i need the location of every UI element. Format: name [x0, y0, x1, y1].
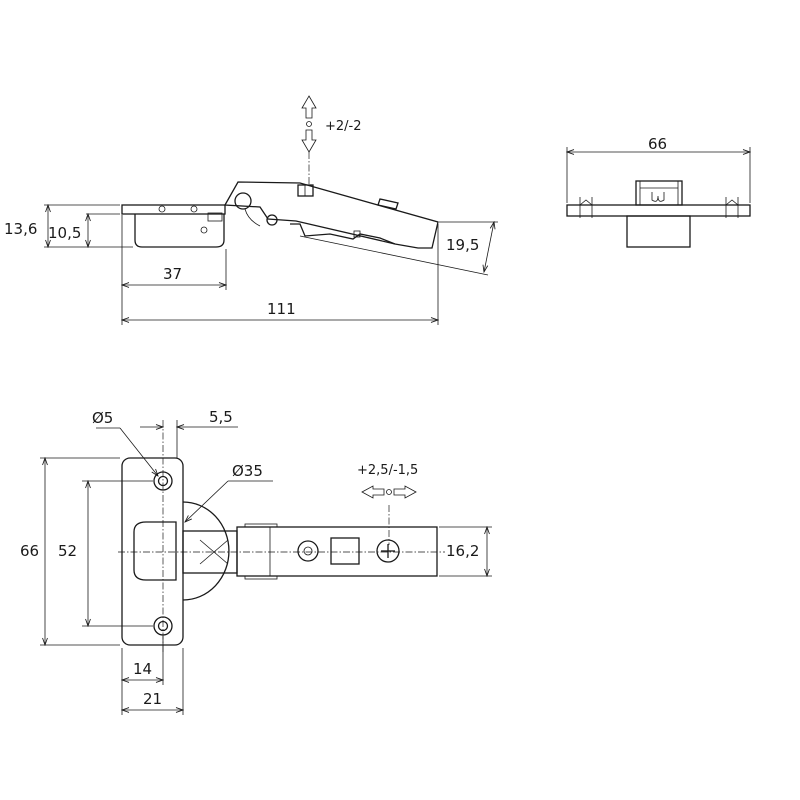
dim-hole-spacing — [82, 481, 153, 626]
top-view-mounting-plate — [121, 457, 184, 646]
dim-plate-length-label: 66 — [20, 542, 39, 560]
dim-arm-height — [299, 222, 498, 276]
dim-overall-length-label: 111 — [267, 300, 296, 318]
dim-arm-width-label: 16,2 — [446, 542, 479, 560]
end-view-body — [566, 180, 751, 248]
dim-plate-length — [40, 458, 120, 645]
depth-adjust-arrow — [301, 95, 317, 185]
side-adjust-arrow — [361, 485, 417, 499]
side-adjust-label: +2,5/-1,5 — [357, 463, 418, 478]
dim-hole-edge-label: 14 — [133, 660, 152, 678]
dim-plate-width-label: 21 — [143, 690, 162, 708]
top-view: +2,5/-1,5 Ø5 5,5 Ø35 66 — [20, 408, 492, 715]
dim-hole-dia — [96, 427, 158, 476]
dim-plate-width — [122, 648, 183, 715]
dim-total-height-label: 13,6 — [4, 220, 37, 238]
dim-cup-offset — [122, 215, 226, 325]
end-view: 66 — [566, 135, 751, 248]
dim-plate-height-label: 10,5 — [48, 224, 81, 242]
dim-arm-height-label: 19,5 — [446, 236, 479, 254]
top-view-hinge-arm — [182, 523, 438, 580]
dim-total-height — [44, 205, 133, 247]
dim-hole-spacing-label: 52 — [58, 542, 77, 560]
dim-hole-dia-label: Ø5 — [92, 409, 113, 427]
dim-hole-offset — [140, 420, 238, 458]
dim-hole-offset-label: 5,5 — [209, 408, 233, 426]
dim-cup-dia-label: Ø35 — [232, 462, 263, 480]
side-view-mounting-plate — [121, 204, 226, 248]
dim-cup-dia — [185, 480, 273, 522]
dim-overall-length — [122, 224, 438, 325]
side-view-hinge-arm — [223, 181, 439, 249]
dim-hole-edge — [122, 636, 163, 715]
side-view: +2/-2 13,6 10,5 19,5 37 1 — [4, 95, 498, 325]
dim-arm-width — [439, 527, 492, 576]
depth-adjust-label: +2/-2 — [325, 119, 362, 134]
dim-cup-offset-label: 37 — [163, 265, 182, 283]
top-view-cup-outline — [182, 501, 230, 601]
dim-end-plate-width — [567, 147, 750, 203]
dim-end-plate-width-label: 66 — [648, 135, 667, 153]
